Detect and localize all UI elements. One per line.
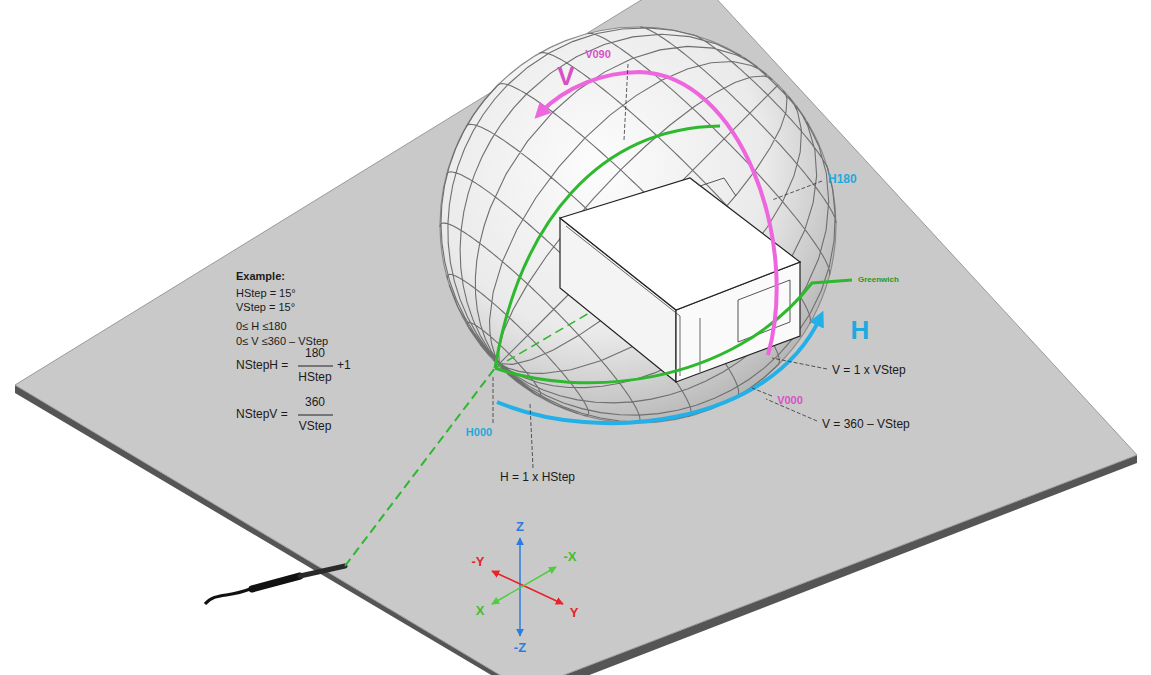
leader-line bbox=[772, 181, 822, 200]
meridian-label: Greenwich bbox=[858, 276, 899, 285]
leader-line bbox=[752, 388, 772, 396]
step-label: V = 360 – VStep bbox=[822, 418, 910, 431]
formula-numerator: 360 bbox=[305, 396, 325, 409]
h-rotation-arc bbox=[497, 318, 820, 423]
v-rotation-arc bbox=[540, 72, 777, 355]
angle-label: V090 bbox=[585, 48, 611, 60]
mic-body bbox=[252, 576, 300, 589]
reference-meridian bbox=[495, 126, 720, 368]
leader-line bbox=[493, 376, 494, 423]
axis-label: X bbox=[476, 604, 485, 618]
step-label: V = 1 x VStep bbox=[832, 364, 906, 377]
axis-letter: H bbox=[851, 316, 870, 345]
leader-lines bbox=[493, 64, 827, 468]
axis-label: -Y bbox=[472, 555, 485, 569]
axis-label: -Z bbox=[514, 641, 526, 655]
box-notch bbox=[690, 178, 736, 196]
greenwich-line bbox=[495, 280, 852, 383]
mic-axis bbox=[345, 368, 495, 566]
x-axis bbox=[492, 567, 556, 604]
note-text: 0≤ V ≤360 – VStep bbox=[236, 335, 328, 347]
formula-denominator: VStep bbox=[299, 420, 332, 433]
measurement-sphere bbox=[440, 27, 836, 423]
leader-line bbox=[530, 404, 533, 468]
angle-label: H000 bbox=[466, 426, 492, 438]
formula-numerator: 180 bbox=[305, 347, 325, 360]
formula-text: NStepV = bbox=[236, 408, 288, 421]
formula-text: +1 bbox=[337, 359, 351, 372]
mic-cable bbox=[205, 589, 250, 604]
angle-label: H180 bbox=[828, 173, 857, 186]
step-label: H = 1 x HStep bbox=[500, 471, 575, 484]
note-text: 0≤ H ≤180 bbox=[236, 320, 287, 332]
axis-label: Z bbox=[516, 520, 524, 534]
y-axis bbox=[492, 571, 563, 604]
mic-tip bbox=[300, 566, 345, 576]
ground-plane bbox=[15, 0, 1137, 675]
box-detail bbox=[566, 226, 680, 376]
sphere-grid bbox=[440, 27, 836, 423]
angle-label: V000 bbox=[777, 394, 803, 406]
box-panel bbox=[738, 280, 790, 342]
fraction-bar bbox=[298, 366, 333, 367]
formula-text: NStepH = bbox=[236, 359, 288, 372]
axis-label: -X bbox=[564, 550, 577, 564]
formula-denominator: HStep bbox=[298, 371, 331, 384]
leader-line bbox=[772, 358, 827, 369]
leader-line bbox=[624, 64, 628, 140]
axis-label: Y bbox=[570, 606, 579, 620]
note-text: VStep = 15° bbox=[236, 301, 295, 313]
axis-letter: V bbox=[557, 62, 574, 91]
grid-lines bbox=[440, 27, 836, 423]
note-heading: Example: bbox=[236, 270, 285, 282]
fraction-bar bbox=[298, 415, 333, 416]
note-text: HStep = 15° bbox=[236, 287, 296, 299]
